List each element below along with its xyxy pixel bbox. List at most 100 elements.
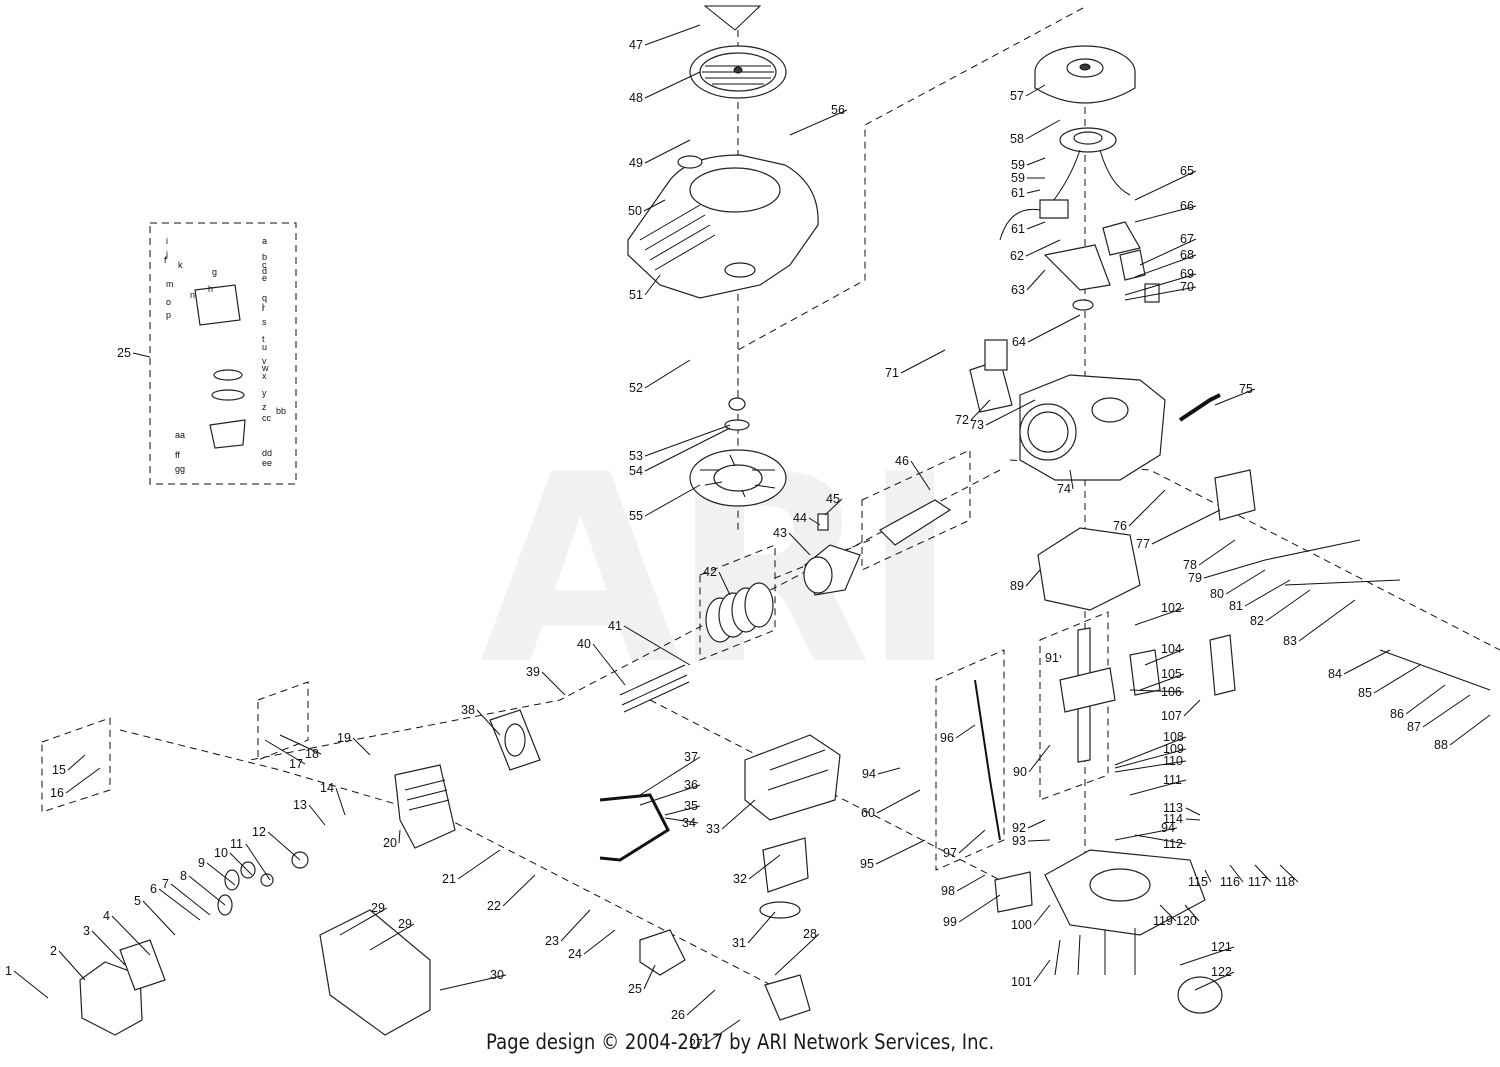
callout-number: 86 bbox=[1390, 707, 1404, 721]
callout-number: 28 bbox=[803, 927, 817, 941]
callout-115: 115 bbox=[1188, 869, 1212, 889]
callout-77: 77 bbox=[1136, 509, 1221, 551]
gasket-31 bbox=[759, 901, 801, 919]
callout-number: 83 bbox=[1283, 634, 1297, 648]
box-17-18 bbox=[257, 681, 309, 761]
leader-line bbox=[900, 349, 946, 374]
breather-tube bbox=[1178, 393, 1221, 422]
oil-seal-65 bbox=[1072, 299, 1094, 311]
leader-line bbox=[13, 970, 49, 999]
subpart-label-z: z bbox=[262, 402, 267, 412]
callout-108: 108 bbox=[1114, 730, 1187, 766]
callout-number: 67 bbox=[1180, 232, 1194, 246]
callout-118: 118 bbox=[1275, 864, 1299, 889]
fuel-line bbox=[599, 793, 670, 862]
subpart-label-b: b bbox=[262, 252, 267, 262]
callout-number: 10 bbox=[214, 846, 228, 860]
crankshaft-box bbox=[1039, 611, 1109, 801]
callout-12: 12 bbox=[252, 825, 301, 861]
leader-line bbox=[1449, 714, 1491, 746]
callout-93: 93 bbox=[1012, 834, 1051, 848]
carburetor-kit-parts bbox=[194, 284, 246, 449]
callout-number: 89 bbox=[1010, 579, 1024, 593]
callout-number: 113 bbox=[1163, 801, 1183, 815]
leader-line bbox=[457, 849, 501, 880]
piston-ring-box bbox=[699, 544, 776, 661]
leader-line bbox=[229, 852, 253, 876]
piston-pin bbox=[817, 513, 829, 531]
callout-52: 52 bbox=[629, 359, 691, 395]
callout-number: 29 bbox=[398, 917, 412, 931]
leader-line bbox=[541, 671, 566, 696]
leader-line bbox=[1134, 834, 1187, 845]
callout-3: 3 bbox=[83, 924, 126, 966]
callout-number: 32 bbox=[733, 872, 747, 886]
subpart-label-bb: bb bbox=[276, 406, 286, 416]
callout-number: 115 bbox=[1188, 875, 1208, 889]
leader-line bbox=[1025, 119, 1061, 140]
callout-59: 59 bbox=[1011, 157, 1046, 172]
callout-15: 15 bbox=[52, 754, 86, 777]
callout-59: 59 bbox=[1011, 171, 1045, 185]
leader-line bbox=[1134, 170, 1197, 201]
leader-line bbox=[824, 498, 843, 516]
leader-line bbox=[1151, 509, 1221, 545]
blower-housing bbox=[627, 154, 819, 299]
callout-47: 47 bbox=[629, 24, 701, 52]
callout-number: 88 bbox=[1434, 738, 1448, 752]
carburetor-kit-box bbox=[149, 222, 297, 485]
fuel-pump bbox=[764, 974, 811, 1021]
leader-line bbox=[1114, 748, 1187, 769]
callout-76: 76 bbox=[1113, 489, 1166, 533]
callout-17: 17 bbox=[264, 739, 306, 771]
callout-number: 23 bbox=[545, 934, 559, 948]
callout-number: 111 bbox=[1163, 773, 1182, 787]
callout-30: 30 bbox=[439, 968, 507, 991]
subpart-label-j: j bbox=[165, 249, 168, 259]
callout-112: 112 bbox=[1134, 834, 1187, 851]
leader-line bbox=[1129, 779, 1187, 796]
callout-82: 82 bbox=[1250, 589, 1311, 628]
leader-line bbox=[339, 907, 388, 936]
callout-number: 3 bbox=[83, 924, 90, 938]
leader-line bbox=[644, 424, 731, 457]
callout-number: 14 bbox=[320, 781, 334, 795]
leader-line bbox=[502, 874, 536, 907]
leader-line bbox=[560, 909, 591, 942]
callout-79: 79 bbox=[1188, 559, 1266, 585]
callout-18: 18 bbox=[279, 734, 322, 761]
callout-number: 94 bbox=[862, 767, 876, 781]
callout-92: 92 bbox=[1012, 819, 1046, 835]
callout-number: 69 bbox=[1180, 267, 1194, 281]
callout-number: 16 bbox=[50, 786, 64, 800]
leader-line bbox=[1027, 839, 1051, 842]
leader-line bbox=[1026, 157, 1046, 166]
callout-19: 19 bbox=[337, 731, 371, 756]
callout-number: 30 bbox=[490, 968, 504, 982]
leader-line bbox=[1114, 827, 1178, 841]
callout-number: 97 bbox=[943, 846, 957, 860]
subpart-label-g: g bbox=[212, 267, 217, 277]
subpart-label-s: s bbox=[262, 317, 267, 327]
callout-85: 85 bbox=[1358, 664, 1421, 700]
wire-62 bbox=[999, 208, 1041, 241]
callout-number: 34 bbox=[682, 816, 696, 830]
callout-44: 44 bbox=[793, 511, 821, 526]
subpart-label-cc: cc bbox=[262, 413, 272, 423]
leader-line bbox=[1422, 694, 1471, 728]
callout-number: 61 bbox=[1011, 222, 1025, 236]
throttle-cables bbox=[1264, 539, 1491, 691]
callout-10: 10 bbox=[214, 846, 253, 876]
starter-motor bbox=[969, 339, 1013, 413]
callout-29: 29 bbox=[369, 917, 415, 951]
callout-number: 48 bbox=[629, 91, 643, 105]
leader-line bbox=[643, 199, 666, 212]
callout-number: 93 bbox=[1012, 834, 1026, 848]
callout-number: 59 bbox=[1011, 171, 1025, 185]
callout-4: 4 bbox=[103, 909, 151, 956]
callout-11: 11 bbox=[230, 837, 271, 881]
callout-36: 36 bbox=[639, 778, 701, 806]
leader-line bbox=[1185, 807, 1201, 816]
leader-line bbox=[686, 989, 716, 1016]
callout-105: 105 bbox=[1139, 667, 1185, 691]
